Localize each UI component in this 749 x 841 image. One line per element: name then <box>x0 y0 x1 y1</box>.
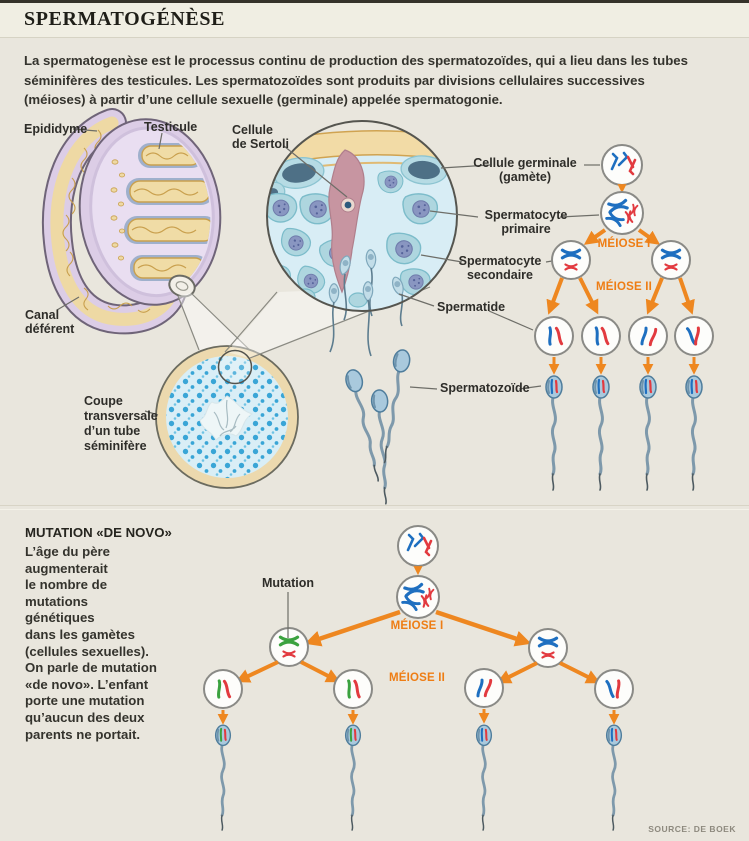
sperm-icon <box>638 374 658 492</box>
testis-illustration <box>41 108 222 335</box>
mutation-body-line: parents ne portait. <box>25 726 141 742</box>
primary-spermatocyte-circle <box>600 191 644 235</box>
spermatid-circle <box>628 316 668 356</box>
label-mutation: Mutation <box>261 576 315 590</box>
mutation-body-line: On parle de mutation <box>25 660 157 676</box>
label-coupe-transversale: Coupe transversale d’un tube séminifère <box>84 394 158 453</box>
label-meiose-1-bottom: MÉIOSE I <box>390 620 444 632</box>
label-cellule-sertoli: Cellule de Sertoli <box>232 123 289 151</box>
mutation-body-line: porte une mutation <box>25 693 145 709</box>
label-spermatocyte-primaire: Spermatocyte primaire <box>484 208 568 236</box>
tubule-loop <box>168 274 196 298</box>
intro-line: séminifères des testicules. Les spermato… <box>24 72 645 88</box>
mutation-tree <box>203 525 634 832</box>
mutation-body-line: génétiques <box>25 610 95 626</box>
spermatid-circle <box>674 316 714 356</box>
sperm-icon <box>475 723 493 832</box>
label-spermatozoide: Spermatozoïde <box>440 381 530 395</box>
intro-line: (méioses) à partir d’une cellule sexuell… <box>24 92 503 107</box>
label-meiose-2-bottom: MÉIOSE II <box>388 672 446 684</box>
spermatid-circle <box>203 669 243 709</box>
mutation-body-line: (cellules sexuelles). <box>25 643 149 659</box>
spermatid-circle <box>581 316 621 356</box>
mutation-body: L’âge du père augmenterait le nombre de … <box>25 544 215 743</box>
spermatogenesis-diagram <box>41 108 714 505</box>
primary-spermatocyte-circle <box>396 575 440 619</box>
mutation-body-line: «de novo». L’enfant <box>25 676 149 692</box>
sperm-icon <box>591 374 611 492</box>
sperm-icon <box>369 387 397 505</box>
sperm-icon <box>344 723 362 832</box>
mutation-body-line: L’âge du père <box>25 544 111 559</box>
de-novo-mutation-diagram <box>203 525 634 832</box>
rete-testis-dots <box>110 159 126 261</box>
intro-paragraph: La spermatogenèse est le processus conti… <box>24 51 724 110</box>
tube-lumen-tails <box>213 399 241 437</box>
label-lines <box>56 128 600 416</box>
sertoli-cell-shape <box>328 149 365 294</box>
mutated-spermatocyte-circle <box>269 627 309 667</box>
intro-line: La spermatogenèse est le processus conti… <box>24 53 688 68</box>
label-epididyme: Epididyme <box>24 122 88 136</box>
header-bar <box>0 0 749 38</box>
page-title: SPERMATOGÉNÈSE <box>24 8 226 30</box>
zoom-wedge <box>178 293 256 356</box>
germinal-cell-shape <box>273 157 325 189</box>
label-spermatocyte-secondaire: Spermatocyte secondaire <box>458 254 542 282</box>
sperm-icon <box>605 723 623 832</box>
mutation-body-line: dans les gamètes <box>25 626 135 642</box>
section-divider <box>0 505 749 510</box>
mutation-body-line: qu’aucun des deux <box>25 709 145 725</box>
label-canal-deferent: Canal déférent <box>25 308 75 336</box>
seminiferous-tube-cross-section <box>155 345 299 489</box>
sperm-icon <box>214 723 232 832</box>
secondary-spermatocyte-circle <box>528 628 568 668</box>
label-meiose-2: MÉIOSE II <box>595 281 653 293</box>
label-spermatide: Spermatide <box>437 300 506 314</box>
sperm-icon <box>684 374 704 492</box>
spermatid-circle <box>594 669 634 709</box>
sertoli-view-circle <box>266 120 458 357</box>
label-testicule: Testicule <box>144 120 198 134</box>
germ-cell-circle <box>397 525 439 567</box>
meiosis-tree-top <box>534 144 714 492</box>
germ-cell-circle <box>601 144 643 186</box>
spermatid-circle <box>464 668 504 708</box>
mutation-body-line: le nombre de <box>25 577 108 593</box>
mutation-body-line: augmenterait <box>25 560 108 576</box>
source-credit: SOURCE: DE BOEK <box>648 824 736 834</box>
mutation-heading: MUTATION «DE NOVO» <box>25 525 172 540</box>
zoom-highlight-circle <box>217 349 253 385</box>
testis-lobules <box>124 143 218 281</box>
spermatid-circle <box>534 316 574 356</box>
germinal-cell-shape <box>400 155 448 185</box>
sperm-icon <box>544 374 564 492</box>
free-sperm-group <box>342 347 413 505</box>
label-meiose-1: MÉIOSE I <box>597 238 651 250</box>
mutation-body-line: mutations <box>25 593 89 609</box>
spermatid-circle <box>333 669 373 709</box>
label-cellule-germinale: Cellule germinale (gamète) <box>473 156 577 184</box>
